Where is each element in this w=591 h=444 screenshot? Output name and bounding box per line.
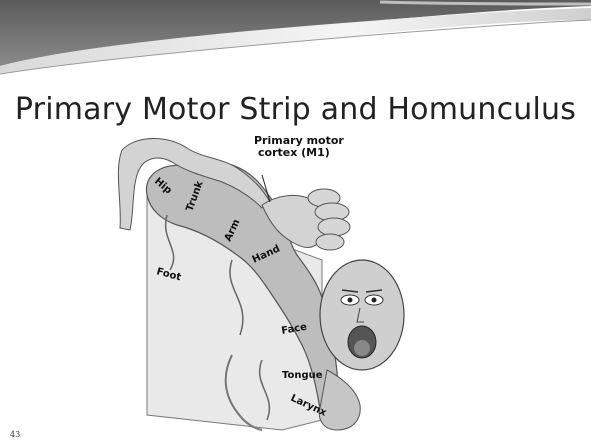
label-tongue: Tongue (282, 370, 323, 381)
slide-title: Primary Motor Strip and Homunculus (0, 92, 591, 127)
page-number: 43 (10, 430, 20, 439)
homunculus-throat (319, 370, 360, 430)
motor-homunculus-figure: Primary motor cortex (M1) Hip Trunk Arm … (112, 130, 412, 440)
header-band (0, 0, 591, 80)
callout-line-2: cortex (M1) (258, 146, 330, 159)
homunculus-face (320, 260, 404, 370)
